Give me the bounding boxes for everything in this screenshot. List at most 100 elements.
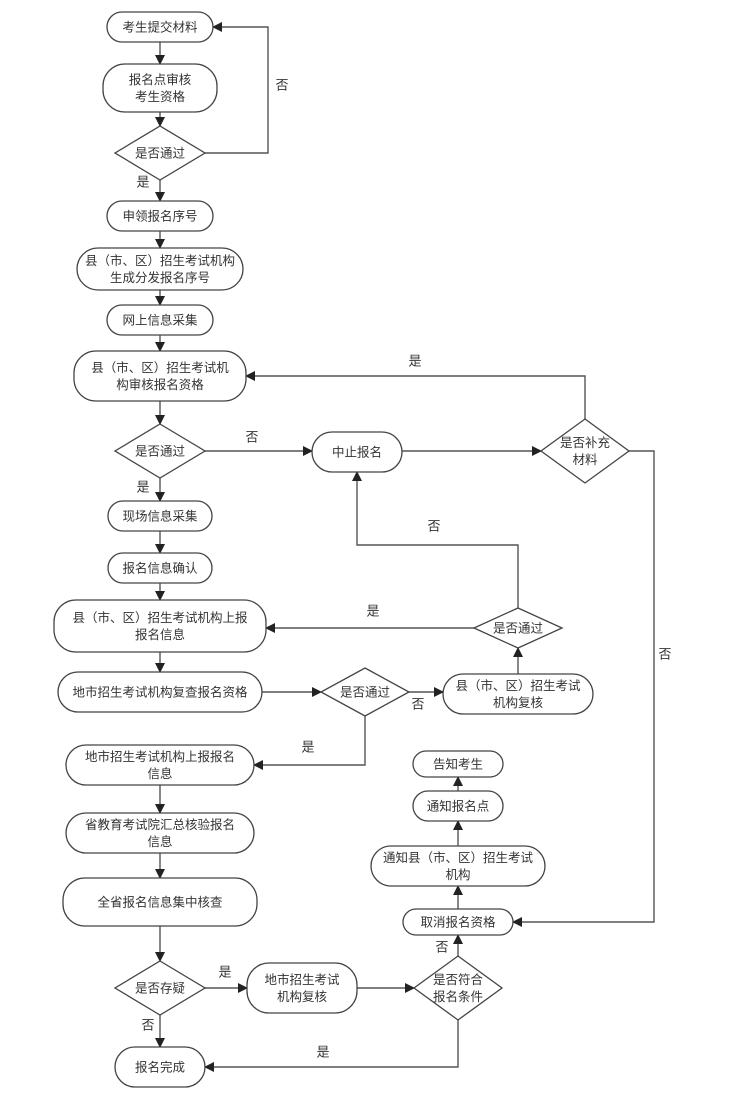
process-terminal xyxy=(442,673,594,715)
edge-label-doubt-to-city_recheck: 是 xyxy=(218,966,231,981)
edge-eligible-to-done xyxy=(204,1020,459,1072)
process-terminal xyxy=(107,552,213,584)
edge-label-doubt-to-done: 否 xyxy=(141,1019,154,1034)
node-label: 现场信息采集 xyxy=(122,509,198,524)
node-pass3: 是否通过 xyxy=(319,667,411,717)
process-terminal xyxy=(370,845,546,887)
node-label: 信息 xyxy=(147,834,172,849)
node-city_review: 地市招生考试机构复查报名资格 xyxy=(57,671,263,713)
edge-label-pass1-to-submit: 否 xyxy=(275,79,288,94)
node-label: 全省报名信息集中核查 xyxy=(97,895,223,910)
node-label: 是否通过 xyxy=(340,685,391,700)
node-label: 考生提交材料 xyxy=(122,20,198,35)
node-label: 是否通过 xyxy=(135,146,186,161)
edge-pass3-to-city_report xyxy=(253,716,366,770)
process-terminal xyxy=(114,1046,206,1088)
decision-diamond xyxy=(113,960,207,1016)
node-label: 县（市、区）招生考试 xyxy=(455,678,581,693)
node-label: 机构 xyxy=(445,867,470,882)
edge-label-eligible-to-cancel: 否 xyxy=(435,941,448,956)
node-pass_recheck: 是否通过 xyxy=(472,607,564,649)
node-onsite_collect: 现场信息采集 xyxy=(107,500,213,532)
decision-diamond xyxy=(412,955,504,1021)
node-label: 机构复核 xyxy=(277,989,328,1004)
node-label: 申领报名序号 xyxy=(122,209,197,224)
process-terminal xyxy=(106,304,214,336)
node-label: 地市招生考试 xyxy=(264,972,340,987)
process-terminal xyxy=(65,812,255,854)
process-terminal xyxy=(402,908,514,936)
node-label: 生成分发报名序号 xyxy=(110,270,210,285)
node-done: 报名完成 xyxy=(114,1046,206,1088)
node-suspend: 中止报名 xyxy=(311,431,403,473)
node-label: 报名条件 xyxy=(433,989,483,1004)
edge-label-pass1-to-apply_seq: 是 xyxy=(136,176,149,191)
edge-label-pass_recheck-to-suspend: 否 xyxy=(427,520,440,535)
edge-label-supplement-to-cancel: 否 xyxy=(658,648,671,663)
process-terminal xyxy=(311,431,403,473)
decision-diamond xyxy=(113,423,207,479)
process-terminal xyxy=(65,744,255,786)
node-label: 告知考生 xyxy=(433,757,483,772)
node-pass1: 是否通过 xyxy=(113,125,207,181)
edge-label-pass_recheck-to-county_report: 是 xyxy=(366,605,379,620)
process-terminal xyxy=(246,962,358,1014)
node-label: 县（市、区）招生考试机 xyxy=(91,360,229,375)
edge-label-pass2-to-suspend: 否 xyxy=(245,431,258,446)
node-label: 报名完成 xyxy=(135,1060,185,1075)
edge-label-supplement-to-county_review: 是 xyxy=(408,355,421,370)
node-apply_seq: 申领报名序号 xyxy=(106,200,214,232)
decision-diamond xyxy=(539,418,631,484)
process-terminal xyxy=(106,200,214,232)
node-notify_site: 通知报名点 xyxy=(412,790,504,822)
edge-pass1-to-submit xyxy=(205,22,269,154)
process-terminal xyxy=(76,247,244,291)
process-terminal xyxy=(102,63,218,113)
node-label: 取消报名资格 xyxy=(420,915,496,930)
node-label: 地市招生考试机构上报报名 xyxy=(85,749,235,764)
node-label: 报名点审核 xyxy=(129,72,192,87)
node-cancel: 取消报名资格 xyxy=(402,908,514,936)
node-label: 是否补充 xyxy=(560,435,610,450)
node-label: 网上信息采集 xyxy=(122,313,198,328)
nodes-layer: 考生提交材料报名点审核考生资格是否通过申领报名序号县（市、区）招生考试机构生成分… xyxy=(53,11,631,1088)
node-label: 构审核报名资格 xyxy=(116,377,204,392)
process-terminal xyxy=(62,877,258,927)
node-label: 县（市、区）招生考试机构上报 xyxy=(72,610,248,625)
node-label: 信息 xyxy=(147,766,172,781)
node-label: 考生资格 xyxy=(135,89,186,104)
edge-label-eligible-to-done: 是 xyxy=(316,1046,329,1061)
node-label: 是否符合 xyxy=(433,972,484,987)
edge-label-pass3-to-county_recheck: 否 xyxy=(411,698,424,713)
node-confirm: 报名信息确认 xyxy=(107,552,213,584)
process-terminal xyxy=(73,350,247,402)
node-label: 是否通过 xyxy=(493,621,544,636)
process-terminal xyxy=(107,500,213,532)
node-notify_student: 告知考生 xyxy=(412,750,504,778)
decision-diamond xyxy=(472,607,564,649)
node-notify_county: 通知县（市、区）招生考试机构 xyxy=(370,845,546,887)
node-label: 县（市、区）招生考试机构 xyxy=(85,253,235,268)
node-province_check: 全省报名信息集中核查 xyxy=(62,877,258,927)
process-terminal xyxy=(412,750,504,778)
node-label: 通知报名点 xyxy=(427,799,490,814)
decision-diamond xyxy=(113,125,207,181)
edges-layer xyxy=(155,22,655,1072)
node-pass2: 是否通过 xyxy=(113,423,207,479)
edge-pass_recheck-to-suspend xyxy=(352,471,519,608)
node-label: 是否存疑 xyxy=(135,981,186,996)
node-label: 通知县（市、区）招生考试 xyxy=(383,850,534,865)
node-label: 省教育考试院汇总核验报名 xyxy=(85,817,235,832)
